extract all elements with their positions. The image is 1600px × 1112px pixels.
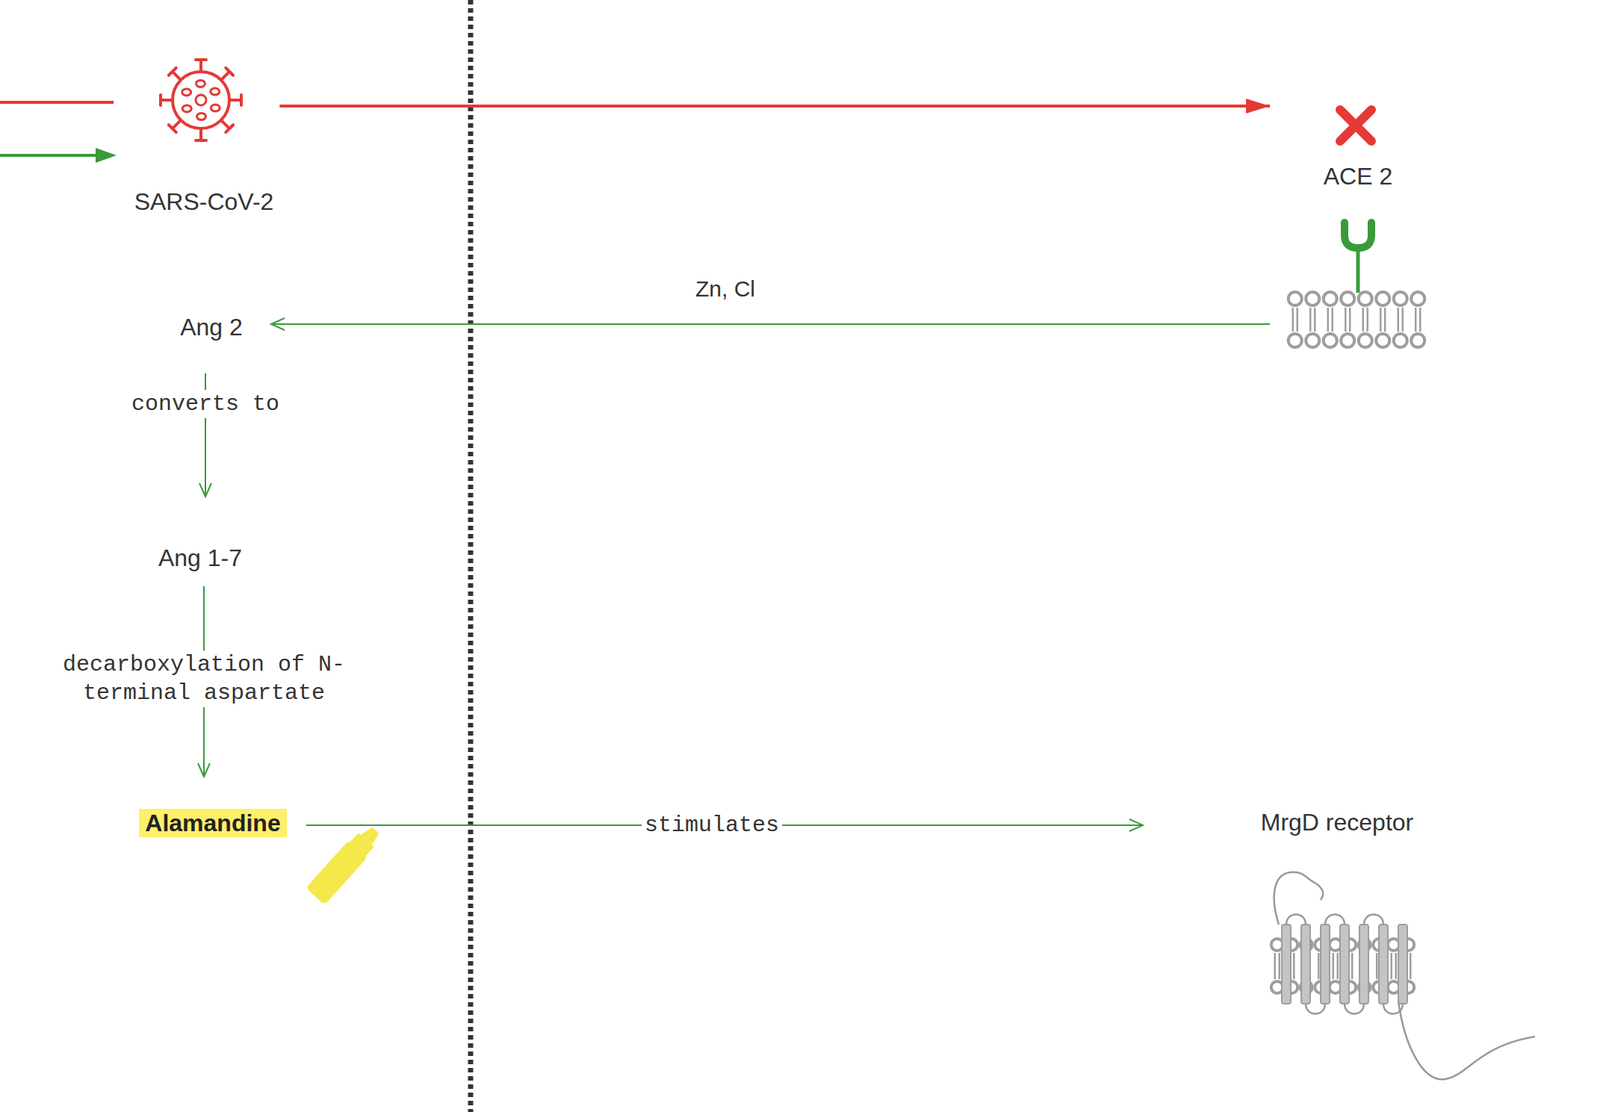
node-text: Ang 2 <box>180 312 243 342</box>
inhibition-line <box>0 100 114 104</box>
node-text: Ang 1-7 <box>158 543 243 573</box>
highlighter-icon <box>305 821 385 906</box>
cell-membrane <box>1288 292 1426 348</box>
edge-label: stimulates <box>641 811 783 840</box>
peptide-label: Ang 1-7 <box>140 496 260 587</box>
node-text: MrgD receptor <box>1260 808 1415 837</box>
gpcr-icon <box>1271 872 1536 1081</box>
inhibition-arrow <box>279 104 1270 108</box>
peptide-label: Ang 2 <box>151 298 272 374</box>
arrow-head <box>95 147 117 163</box>
virus-icon <box>160 59 242 141</box>
ace2-receptor <box>1344 222 1372 293</box>
highlighted-peptide: Alamandine <box>119 776 307 860</box>
blocked-mark <box>1340 109 1372 142</box>
virus-label: SARS-CoV-2 <box>128 56 281 217</box>
node-text: Alamandine <box>138 808 287 838</box>
activation-line <box>0 153 105 157</box>
edge-label: Zn, Cl <box>695 274 756 304</box>
membrane-divider <box>468 0 474 1112</box>
conversion-arrow <box>271 323 1270 325</box>
receptor-label: MrgD receptor <box>1142 791 1532 856</box>
node-text: SARS-CoV-2 <box>134 187 275 216</box>
edge-label: converts to <box>128 389 283 419</box>
edge-label: decarboxylation of N-terminal aspartate <box>59 650 349 708</box>
node-text: ACE 2 <box>1323 162 1393 191</box>
receptor-label: ACE 2 <box>1269 89 1447 359</box>
